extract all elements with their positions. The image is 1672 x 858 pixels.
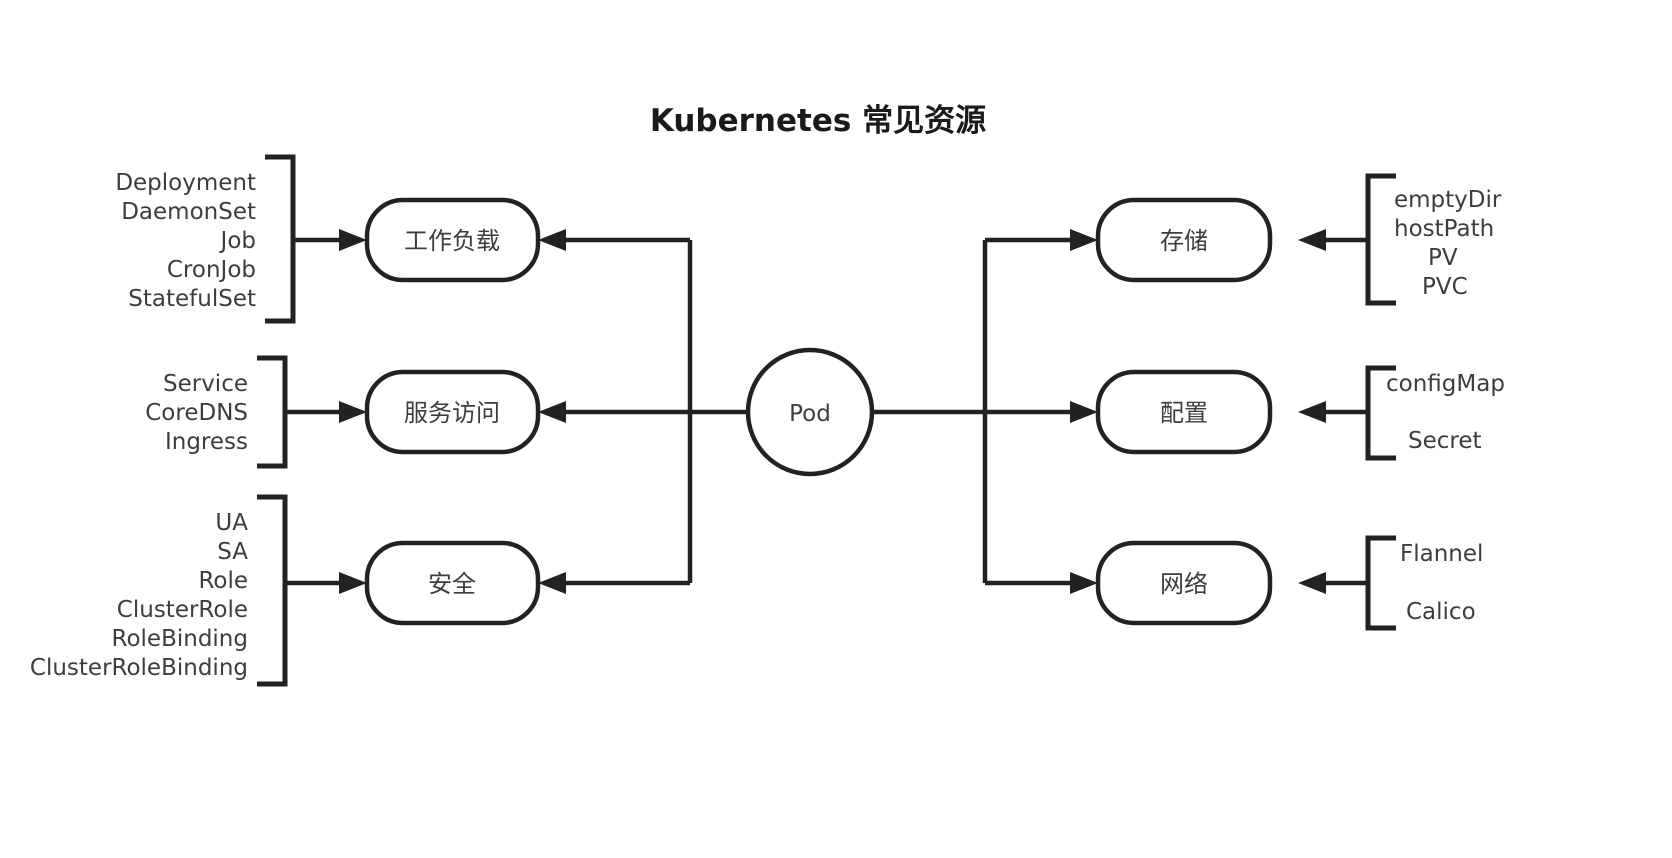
page-title: Kubernetes 常见资源 (650, 103, 986, 139)
node-service-access[interactable]: 服务访问 (364, 369, 541, 455)
workload-item: Job (219, 228, 256, 254)
storage-item: PV (1428, 245, 1458, 271)
security-item: SA (217, 539, 248, 565)
arrowhead-to-service (538, 401, 566, 423)
pod-label: Pod (789, 401, 831, 427)
node-storage[interactable]: 存储 (1095, 197, 1273, 283)
left-connector-trunk (538, 229, 748, 594)
arrowhead-to-config (1070, 401, 1098, 423)
right-group-storage: emptyDir hostPath PV PVC (1298, 173, 1502, 306)
config-box[interactable] (1095, 369, 1273, 455)
bracket-workload (265, 154, 296, 324)
left-group-workload: Deployment DaemonSet Job CronJob Statefu… (115, 154, 367, 324)
security-item: Role (198, 568, 248, 594)
arrowhead-workload-group (339, 229, 367, 251)
node-security[interactable]: 安全 (364, 540, 541, 626)
bracket-service-access (257, 355, 288, 469)
arrowhead-security-group (339, 572, 367, 594)
bracket-storage (1365, 173, 1396, 306)
arrowhead-to-network (1070, 572, 1098, 594)
config-item: configMap (1386, 371, 1505, 397)
storage-box-label: 存储 (1160, 227, 1208, 255)
pod-node[interactable]: Pod (745, 347, 875, 477)
config-item: Secret (1408, 428, 1482, 454)
workload-item: CronJob (167, 257, 256, 283)
pod-circle[interactable] (745, 347, 875, 477)
left-group-service-access: Service CoreDNS Ingress (145, 355, 367, 469)
arrowhead-service-group (339, 401, 367, 423)
network-box-label: 网络 (1160, 570, 1208, 598)
right-connector-trunk (872, 229, 1098, 594)
bracket-security (257, 494, 288, 687)
workload-item: StatefulSet (128, 286, 256, 312)
security-item: UA (215, 510, 248, 536)
right-group-config: configMap Secret (1298, 365, 1505, 461)
security-item: RoleBinding (112, 626, 248, 652)
storage-box[interactable] (1095, 197, 1273, 283)
node-config[interactable]: 配置 (1095, 369, 1273, 455)
storage-item: PVC (1422, 274, 1468, 300)
arrowhead-storage-group (1298, 229, 1326, 251)
storage-item: hostPath (1394, 216, 1494, 242)
node-network[interactable]: 网络 (1095, 540, 1273, 626)
workload-item: Deployment (115, 170, 256, 196)
right-group-network: Flannel Calico (1298, 535, 1483, 631)
arrowhead-to-workload (538, 229, 566, 251)
config-box-label: 配置 (1160, 399, 1208, 427)
service-access-item: CoreDNS (145, 400, 248, 426)
security-item: ClusterRoleBinding (30, 655, 248, 681)
service-access-box-label: 服务访问 (404, 399, 500, 427)
node-workload[interactable]: 工作负载 (364, 197, 541, 283)
arrowhead-config-group (1298, 401, 1326, 423)
network-item: Flannel (1400, 541, 1483, 567)
left-group-security: UA SA Role ClusterRole RoleBinding Clust… (30, 494, 367, 687)
security-item: ClusterRole (117, 597, 248, 623)
service-access-item: Ingress (165, 429, 248, 455)
storage-item: emptyDir (1394, 187, 1502, 213)
workload-item: DaemonSet (121, 199, 256, 225)
arrowhead-network-group (1298, 572, 1326, 594)
service-access-item: Service (163, 371, 248, 397)
network-box[interactable] (1095, 540, 1273, 626)
network-item: Calico (1406, 599, 1476, 625)
bracket-network (1365, 535, 1396, 631)
arrowhead-to-security (538, 572, 566, 594)
arrowhead-to-storage (1070, 229, 1098, 251)
security-box-label: 安全 (428, 570, 476, 598)
workload-box-label: 工作负载 (404, 227, 500, 255)
